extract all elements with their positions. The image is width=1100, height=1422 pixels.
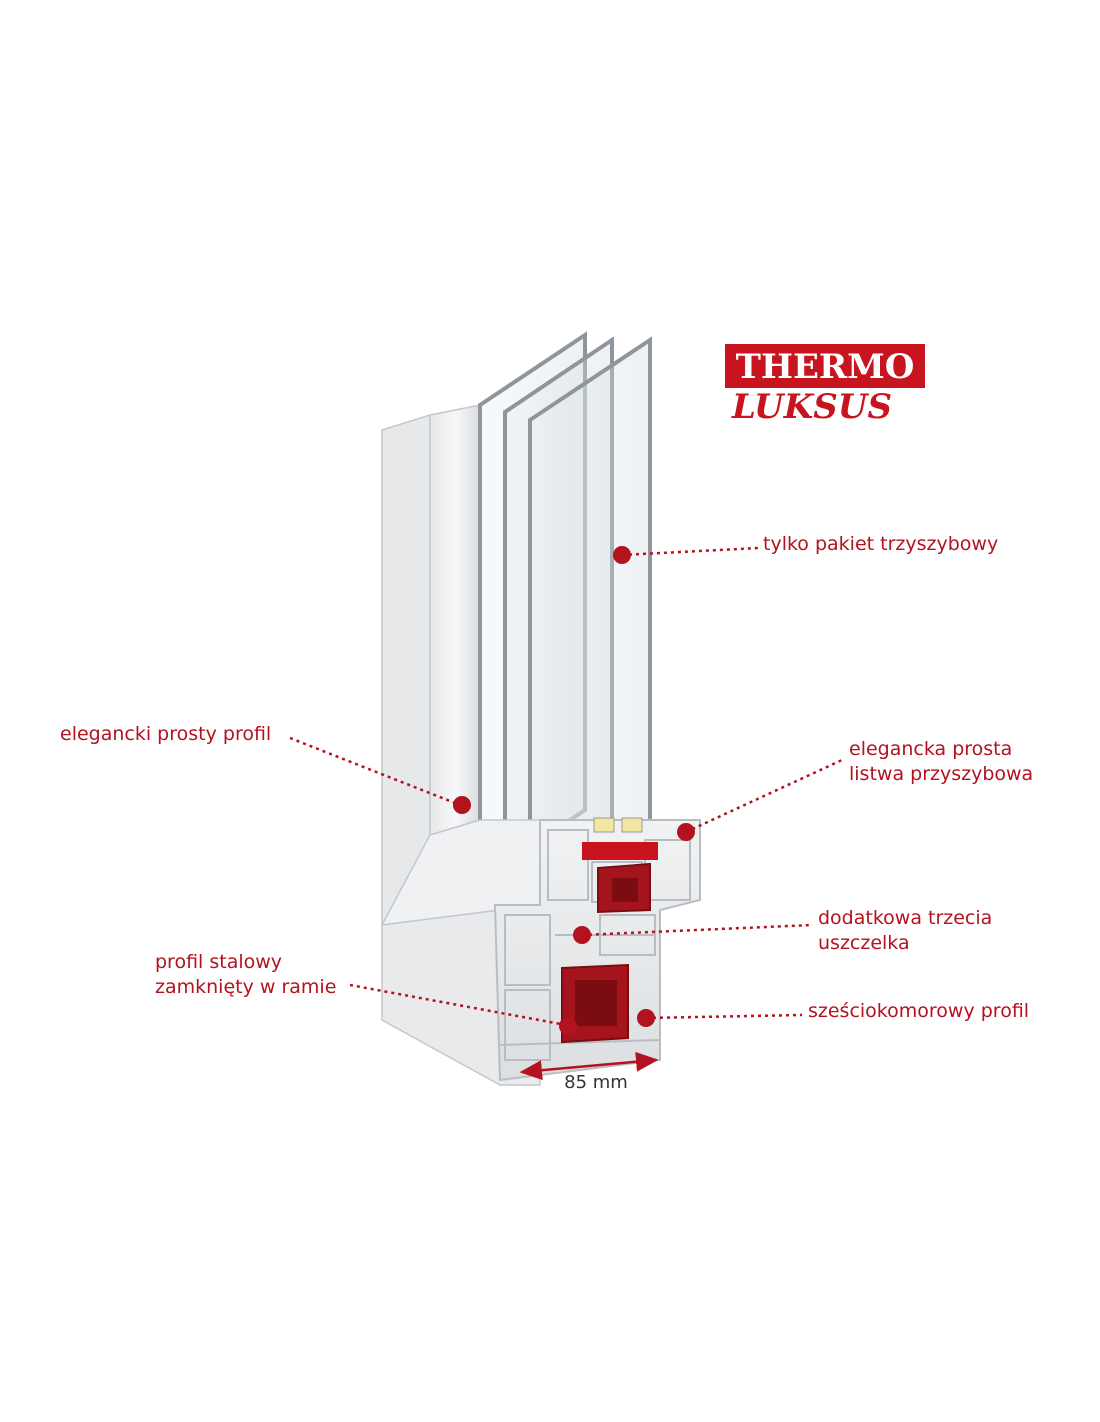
- label-six-chamber: sześciokomorowy profil: [808, 1000, 1029, 1022]
- width-dimension: 85 mm: [519, 1051, 659, 1093]
- logo-badge: [725, 344, 925, 388]
- dot-glazing-bead: [677, 823, 695, 841]
- leader-third-seal: [581, 923, 813, 937]
- dot-triple-glazing: [613, 546, 631, 564]
- callout-leaders: [289, 546, 843, 1027]
- dimension-arrow: [519, 1051, 659, 1081]
- logo-line2: LUKSUS: [731, 387, 892, 427]
- label-elegant-profile: elegancki prosty profil: [60, 723, 271, 745]
- dot-elegant-profile: [453, 796, 471, 814]
- dot-steel-profile: [559, 1017, 577, 1035]
- seal-1: [593, 817, 615, 833]
- seal-2: [621, 817, 643, 833]
- label-steel-profile-line1: profil stalowy: [155, 951, 282, 973]
- window-profile-illustration: [380, 331, 701, 1086]
- leader-glazing-bead: [685, 758, 843, 834]
- leader-triple-glazing: [621, 546, 759, 557]
- label-third-seal-line2: uszczelka: [818, 932, 910, 954]
- frame-vertical-inner: [429, 404, 481, 837]
- glazing-spacer: [582, 842, 658, 860]
- label-steel-profile-line2: zamknięty w ramie: [155, 976, 336, 998]
- thermo-luksus-logo: THERMO LUKSUS: [725, 344, 925, 427]
- dot-third-seal: [573, 926, 591, 944]
- callout-dots: [453, 546, 695, 1035]
- leader-steel-profile: [349, 983, 567, 1027]
- label-glazing-bead-line2: listwa przyszybowa: [849, 763, 1033, 785]
- label-glazing-bead-line1: elegancka prosta: [849, 738, 1012, 760]
- label-third-seal-line1: dodatkowa trzecia: [818, 907, 992, 929]
- dot-six-chamber: [637, 1009, 655, 1027]
- leader-elegant-profile: [289, 736, 461, 807]
- label-triple-glazing: tylko pakiet trzyszybowy: [763, 533, 998, 555]
- leader-six-chamber: [645, 1013, 803, 1020]
- logo-line1: THERMO: [736, 347, 915, 387]
- dimension-label: 85 mm: [564, 1072, 628, 1093]
